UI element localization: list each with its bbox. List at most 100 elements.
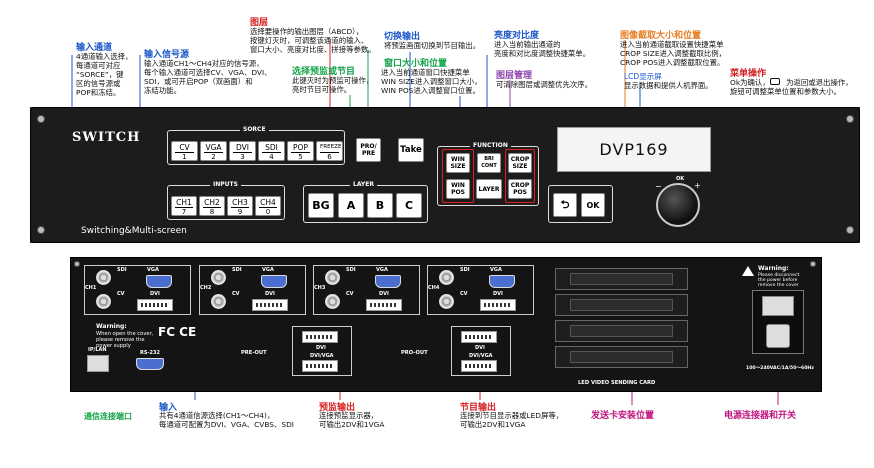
rear-warning-text: When open the cover, please remove the p… [96, 331, 154, 349]
sdi-label: SDI [232, 267, 242, 273]
dvi-connector-icon[interactable] [137, 299, 173, 311]
screw-icon [37, 115, 45, 123]
sending-card-label: LED VIDEO SENDING CARD [578, 380, 656, 386]
crop-size-button[interactable]: CROP SIZE [508, 153, 532, 173]
card-slot [555, 268, 688, 290]
cv-label: CV [232, 291, 240, 297]
pro-pre-button[interactable]: PRO/ PRE [356, 138, 381, 162]
pre-out-label: PRE-OUT [241, 350, 267, 356]
ch1-label: CH1 [85, 285, 97, 291]
vga-connector-icon[interactable] [375, 275, 401, 288]
win-size-button[interactable]: WIN SIZE [446, 153, 470, 173]
front-panel [30, 107, 860, 243]
cv-label: CV [460, 291, 468, 297]
screw-icon [37, 226, 45, 234]
brightness-title: 亮度对比度 [494, 31, 540, 41]
layer-function-button[interactable]: LAYER [476, 179, 502, 199]
cv-label: CV [117, 291, 125, 297]
preview-program-desc: 此键灭时为预监可操作， 亮时节目可操作。 [292, 76, 374, 94]
switch-output-title: 切换输出 [384, 32, 421, 42]
sdi-connector-icon[interactable] [325, 270, 340, 285]
take-button[interactable]: Take [398, 138, 424, 162]
pro-dvi-connector-icon[interactable] [461, 331, 497, 343]
inputs-rear-desc: 共有4通道信源选择(CH1～CH4)， 每通道可配置为DVI、VGA、CVBS、… [159, 411, 294, 429]
cv-connector-icon[interactable] [325, 294, 340, 309]
program-out-title: 节目输出 [460, 403, 497, 413]
knob-plus-label: + [694, 181, 701, 190]
pro-out-label: PRO-OUT [401, 350, 428, 356]
input-source-title: 输入信号源 [144, 50, 190, 60]
rear-ch2-ports [199, 265, 306, 315]
layer-a-button[interactable]: A [338, 193, 364, 218]
dvi-connector-icon[interactable] [252, 299, 288, 311]
power-warning-text: Please disconnect the power before remov… [758, 273, 800, 288]
sdi-connector-icon[interactable] [211, 270, 226, 285]
layer-c-button[interactable]: C [396, 193, 422, 218]
vga-connector-icon[interactable] [146, 275, 172, 288]
power-switch[interactable] [762, 296, 794, 316]
crop-pos-button[interactable]: CROP POS [508, 179, 532, 199]
power-socket-icon[interactable] [766, 324, 790, 348]
power-rating-label: 100～240VAC/1A/50～60Hz [746, 366, 814, 371]
vga-label: VGA [490, 267, 502, 273]
dvi-connector-icon[interactable] [480, 299, 516, 311]
pro-dvi-label: DVI [475, 345, 485, 351]
ok-button[interactable]: OK [581, 193, 605, 217]
crop-desc: 进入当前通道截取设置快捷菜单 CROP SIZE进入调整截取比例， CROP P… [620, 40, 727, 67]
cv-connector-icon[interactable] [96, 294, 111, 309]
rs232-port-icon[interactable] [136, 358, 164, 370]
pre-dvi-connector-icon[interactable] [302, 331, 338, 343]
preview-out-title: 预监输出 [319, 403, 356, 413]
screw-icon [810, 261, 816, 267]
ch3-label: CH3 [314, 285, 326, 291]
layer-manage-title: 图层管理 [496, 71, 533, 81]
dvi-connector-icon[interactable] [366, 299, 402, 311]
vga-label: VGA [376, 267, 388, 273]
pre-dvi-vga-label: DVI/VGA [310, 353, 334, 359]
menu-knob[interactable] [656, 183, 700, 227]
pre-out-ports [292, 326, 352, 376]
card-slot [555, 346, 688, 368]
input-channel-title: 输入通道 [76, 43, 113, 53]
vga-label: VGA [262, 267, 274, 273]
cv-connector-icon[interactable] [439, 294, 454, 309]
lan-port-icon[interactable] [87, 355, 109, 372]
comm-port-title: 通信连接端口 [84, 412, 132, 421]
sdi-label: SDI [460, 267, 470, 273]
layer-b-button[interactable]: B [367, 193, 393, 218]
layer-desc: 选择要操作的输出图层（ABCD）， 按键灯灭时，可调整该通道的输入、 窗口大小、… [250, 27, 376, 54]
source-group-label: SORCE [240, 126, 269, 133]
back-button[interactable]: ⮌ [553, 193, 577, 217]
cv-label: CV [346, 291, 354, 297]
bri-cont-button[interactable]: BRI CONT [477, 153, 501, 173]
pro-dvi-vga-label: DVI/VGA [469, 353, 493, 359]
brand-logo: SWITCH [72, 130, 141, 145]
vga-connector-icon[interactable] [489, 275, 515, 288]
knob-ok-label: OK [676, 176, 685, 182]
layer-manage-desc: 可清除图层或调整优先次序。 [496, 80, 593, 89]
win-pos-button[interactable]: WIN POS [446, 179, 470, 199]
vga-connector-icon[interactable] [261, 275, 287, 288]
sdi-connector-icon[interactable] [96, 270, 111, 285]
pro-dvi-vga-connector-icon[interactable] [461, 360, 497, 372]
cv-connector-icon[interactable] [211, 294, 226, 309]
sdi-connector-icon[interactable] [439, 270, 454, 285]
crop-title: 图像截取大小和位置 [620, 31, 702, 41]
sdi-label: SDI [346, 267, 356, 273]
pre-dvi-vga-connector-icon[interactable] [302, 360, 338, 372]
layer-bg-button[interactable]: BG [308, 193, 334, 218]
power-warning-title: Warning: [758, 265, 789, 272]
window-size-desc: 进入当前通道窗口快捷菜单 WIN SIZE进入调整窗口大小， WIN POS进入… [381, 68, 482, 95]
menu-desc: Ok为确认， 为返回或退出操作， 旋钮可调整菜单位置和参数大小。 [730, 78, 853, 96]
pre-dvi-label: DVI [316, 345, 326, 351]
